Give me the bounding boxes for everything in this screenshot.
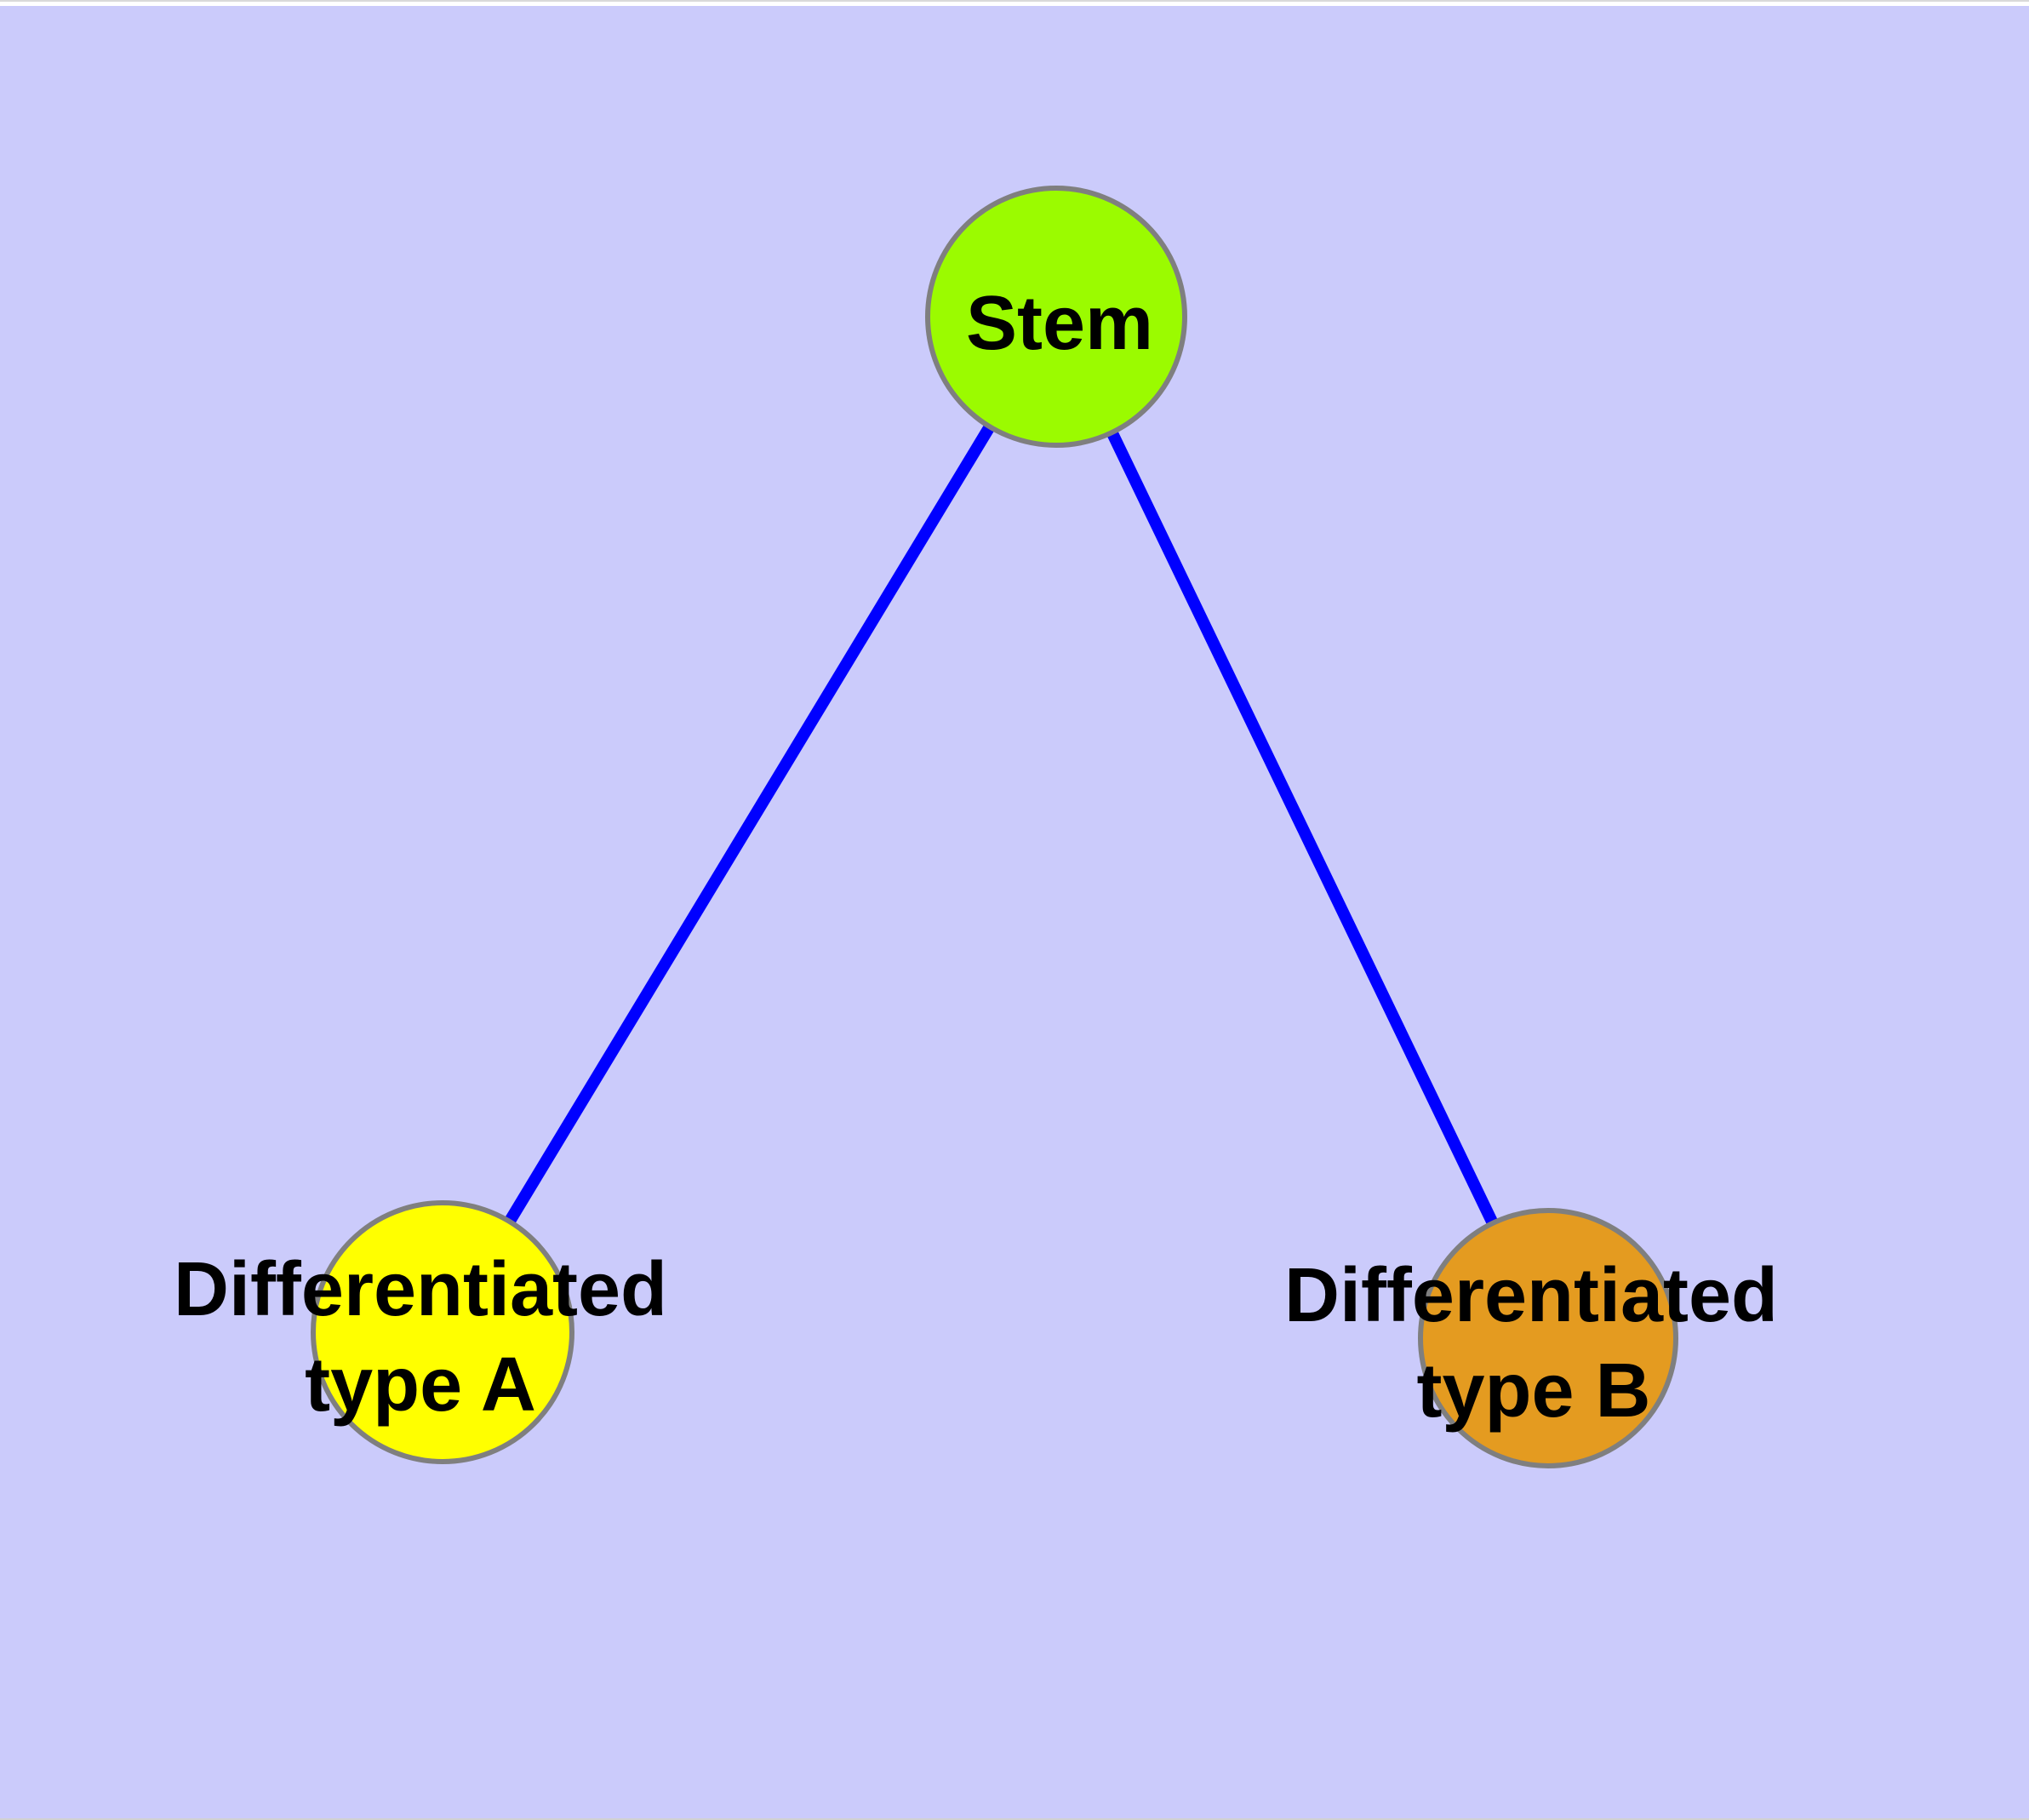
node-type-b-label-line2: type B — [1416, 1348, 1650, 1434]
edge-stem-to-type-a — [437, 313, 1061, 1336]
node-type-a-label-line2: type A — [305, 1342, 536, 1428]
node-stem-circle — [925, 186, 1187, 448]
bottom-hairline — [0, 1818, 2029, 1820]
node-type-a-circle — [311, 1200, 574, 1464]
edge-stem-to-type-b — [1050, 313, 1554, 1342]
top-hairline — [0, 0, 2029, 2]
node-type-a-label-line1: Differentiated — [174, 1247, 667, 1332]
node-type-b-label-line1: Differentiated — [1284, 1253, 1778, 1338]
top-white-strip — [0, 0, 2029, 6]
node-stem-label: Stem — [966, 281, 1153, 366]
node-type-b-circle — [1418, 1208, 1678, 1468]
